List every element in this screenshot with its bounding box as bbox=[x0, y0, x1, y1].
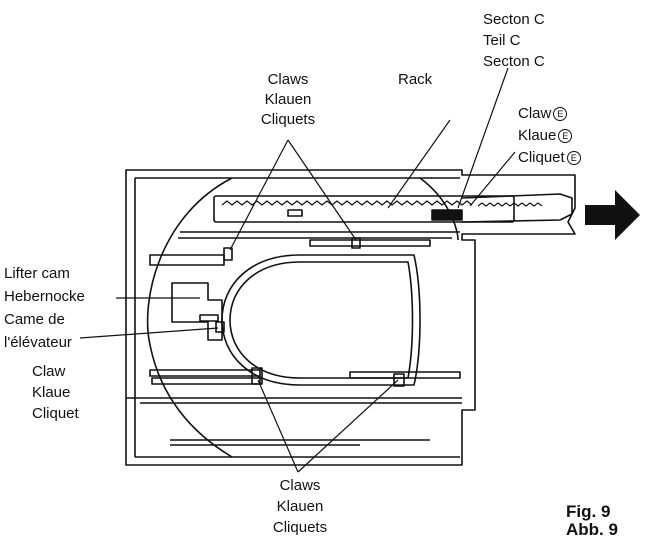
leader-claws-bottom-1 bbox=[257, 379, 299, 473]
guide-bar-top bbox=[309, 239, 431, 247]
rack-slot bbox=[287, 209, 303, 217]
claws-top-label-en: Claws bbox=[267, 71, 309, 88]
leader-claws-top-1 bbox=[229, 139, 289, 251]
claws-top-label-de: Klauen bbox=[264, 91, 312, 108]
rack-body bbox=[213, 195, 515, 223]
bottom-bar-right bbox=[349, 371, 461, 379]
rack-teeth bbox=[221, 200, 473, 206]
rack-arm-teeth bbox=[477, 202, 543, 207]
claws-top-label-fr: Cliquets bbox=[260, 111, 316, 128]
claw-left-label-fr: Cliquet bbox=[32, 405, 79, 422]
disc-outline bbox=[146, 177, 233, 458]
figure-caption-en: Fig. 9 bbox=[566, 502, 611, 521]
claws-bottom-label-fr: Cliquets bbox=[272, 519, 328, 536]
direction-arrow-icon bbox=[585, 190, 640, 240]
leader-rack bbox=[387, 119, 451, 209]
e-marker-icon: E bbox=[553, 107, 568, 121]
leader-section-c bbox=[457, 67, 509, 209]
section-c-block bbox=[431, 209, 463, 221]
claw-left-label-de: Klaue bbox=[32, 384, 71, 401]
leader-claws-bottom-2 bbox=[297, 379, 399, 473]
disc-outline-right bbox=[419, 177, 459, 241]
lifter-frame bbox=[221, 254, 421, 386]
claw-bottom-right bbox=[393, 373, 405, 387]
lifter-cam-block bbox=[199, 314, 219, 322]
claw-left-shape bbox=[215, 321, 225, 333]
e-marker-icon: E bbox=[558, 129, 573, 143]
claw-bottom-left bbox=[251, 367, 263, 385]
leader-claw-left bbox=[79, 327, 219, 339]
claw-top-left bbox=[223, 247, 233, 261]
bottom-bar-left-2 bbox=[151, 377, 261, 385]
left-slide bbox=[149, 254, 225, 266]
lifter-cam-label-fr-2: l'élévateur bbox=[4, 334, 72, 351]
lifter-cam-label-de: Hebernocke bbox=[4, 288, 85, 305]
bottom-bar-left bbox=[149, 369, 261, 377]
leader-claws-top-2 bbox=[287, 139, 357, 241]
rack-label: Rack bbox=[398, 71, 433, 88]
claw-top-right bbox=[351, 237, 361, 249]
section-c-label-fr: Secton C bbox=[483, 53, 545, 70]
figure-caption-de: Abb. 9 bbox=[566, 520, 618, 539]
section-c-label-de: Teil C bbox=[483, 32, 521, 49]
claws-bottom-label-de: Klauen bbox=[276, 498, 324, 515]
lifter-frame-inner bbox=[229, 261, 414, 379]
leader-claw-e bbox=[469, 151, 516, 207]
lifter-cam bbox=[171, 282, 223, 341]
tray-frame bbox=[125, 169, 576, 466]
lifter-cam-label-fr-1: Came de bbox=[4, 311, 65, 328]
section-c-label-en: Secton C bbox=[483, 11, 545, 28]
claw-left-label-en: Claw bbox=[32, 363, 66, 380]
rack-arm bbox=[461, 193, 573, 223]
lifter-cam-label-en: Lifter cam bbox=[4, 265, 70, 282]
claws-bottom-label-en: Claws bbox=[279, 477, 321, 494]
e-marker-icon: E bbox=[566, 151, 581, 165]
